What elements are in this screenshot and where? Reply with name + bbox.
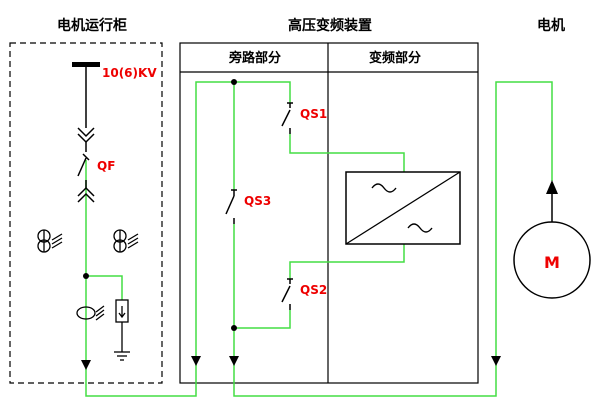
cabinet-output-arrow-icon <box>81 360 91 370</box>
breaker-qf-icon <box>77 157 87 177</box>
device-title: 高压变频装置 <box>288 17 372 34</box>
motor-icon <box>513 221 591 299</box>
switch-qs2-icon <box>281 285 291 303</box>
motor-input-arrow-icon <box>546 180 558 194</box>
bypass-out-arrow-icon <box>229 356 239 366</box>
switch-qs2-label: QS2 <box>300 283 327 297</box>
bypass-title: 旁路部分 <box>228 50 281 66</box>
switch-qs3-label: QS3 <box>244 194 271 208</box>
breaker-label: QF <box>97 159 115 173</box>
current-sensor-icon <box>76 305 105 321</box>
vfd-title: 变频部分 <box>369 50 421 66</box>
junction-dot-top <box>231 79 237 85</box>
junction-dot-bottom <box>231 325 237 331</box>
ground-icon <box>114 351 130 361</box>
cabinet-title: 电机运行柜 <box>57 17 127 34</box>
frequency-converter-icon <box>345 171 461 245</box>
motor-title: 电机 <box>537 17 565 34</box>
junction-dot-cabinet <box>83 273 89 279</box>
upper-disconnect-icon <box>77 127 95 138</box>
motor-feed-arrow-icon <box>491 356 501 366</box>
switch-qs3-icon <box>225 195 235 215</box>
current-transformer-right-icon <box>113 229 139 253</box>
lower-disconnect-icon <box>77 186 95 197</box>
motor-symbol-label: M <box>544 253 560 272</box>
green-wiring <box>85 81 553 397</box>
voltage-label: 10(6)KV <box>102 66 157 80</box>
bypass-in-arrow-icon <box>191 356 201 366</box>
switch-qs1-icon <box>281 109 291 127</box>
hv-vfd-device-box <box>179 42 479 384</box>
busbar <box>72 62 100 67</box>
motor-cabinet-box <box>9 42 163 384</box>
surge-arrester-icon <box>115 299 129 352</box>
switch-qs1-label: QS1 <box>300 107 327 121</box>
current-transformer-left-icon <box>37 229 63 253</box>
